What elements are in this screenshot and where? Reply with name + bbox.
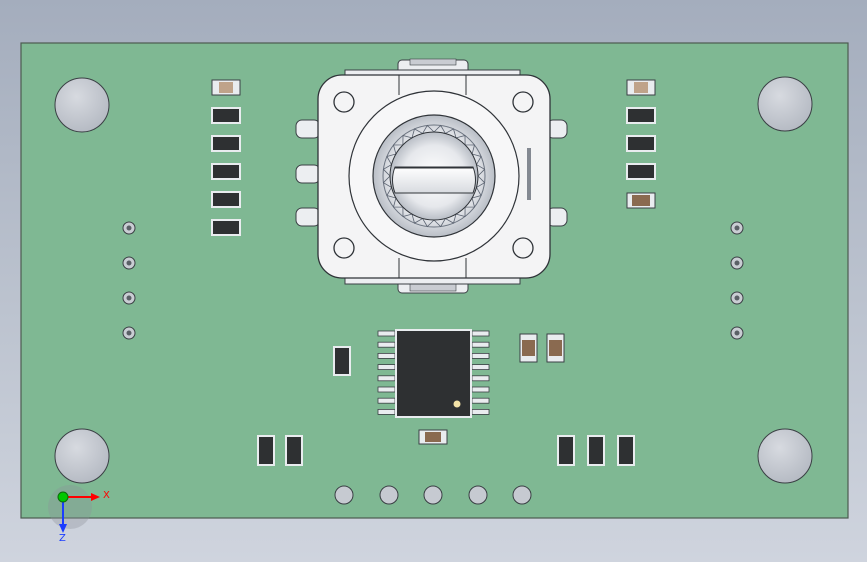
ic-pin-left-4 <box>377 364 396 371</box>
ic-pin-left-7 <box>377 397 396 404</box>
smd-part-l3[interactable] <box>211 163 241 180</box>
header-pad-3[interactable] <box>423 485 443 505</box>
header-pad-5[interactable] <box>512 485 532 505</box>
resistor-r2[interactable] <box>519 333 538 363</box>
via-column-left <box>122 221 136 340</box>
ic-pin-right-1 <box>471 330 490 337</box>
via-l4[interactable] <box>122 326 136 340</box>
smd-part-r3[interactable] <box>626 163 656 180</box>
ic-pin-right-5 <box>471 375 490 382</box>
ic-pin-left-6 <box>377 386 396 393</box>
mounting-hole-top-right[interactable] <box>757 76 813 132</box>
ic-pin-left-5 <box>377 375 396 382</box>
smd-part-r1[interactable] <box>626 107 656 124</box>
encoder-mount-hole-br <box>512 237 534 259</box>
smd-part-b2[interactable] <box>285 435 303 466</box>
via-r3[interactable] <box>730 291 744 305</box>
mounting-hole-bottom-right[interactable] <box>757 428 813 484</box>
ic-pin-right-2 <box>471 341 490 348</box>
encoder-mount-hole-tr <box>512 91 534 113</box>
mounting-hole-top-left[interactable] <box>54 77 110 133</box>
smd-part-l4[interactable] <box>211 191 241 208</box>
smd-part-b4[interactable] <box>587 435 605 466</box>
ic-pin-left-2 <box>377 341 396 348</box>
smd-part-u2[interactable] <box>333 346 351 376</box>
via-l1[interactable] <box>122 221 136 235</box>
rotary-encoder[interactable] <box>295 58 568 294</box>
header-pad-2[interactable] <box>379 485 399 505</box>
smd-part-l2[interactable] <box>211 135 241 152</box>
ic-pin-right-8 <box>471 408 490 415</box>
via-r2[interactable] <box>730 256 744 270</box>
ic-pin-right-4 <box>471 364 490 371</box>
resistor-r1[interactable] <box>626 192 656 209</box>
ic-pin1-marker <box>453 400 461 408</box>
ic-pin-right-3 <box>471 352 490 359</box>
mounting-holes <box>54 76 813 484</box>
smd-column-left <box>211 79 241 236</box>
ic-pin-left-8 <box>377 408 396 415</box>
ic-pin-right-6 <box>471 386 490 393</box>
encoder-marking <box>527 148 531 200</box>
via-r4[interactable] <box>730 326 744 340</box>
capacitor-c2[interactable] <box>626 79 656 96</box>
smd-part-b3[interactable] <box>557 435 575 466</box>
header-pad-row <box>334 485 532 505</box>
ic-pin-left-3 <box>377 352 396 359</box>
encoder-mount-hole-tl <box>333 91 355 113</box>
axis-y-origin <box>57 491 69 503</box>
resistor-r4[interactable] <box>418 429 448 445</box>
smd-part-l5[interactable] <box>211 219 241 236</box>
header-pad-4[interactable] <box>468 485 488 505</box>
axis-x-label: X <box>103 490 110 501</box>
via-l3[interactable] <box>122 291 136 305</box>
via-r1[interactable] <box>730 221 744 235</box>
smd-part-b5[interactable] <box>617 435 635 466</box>
smd-part-r2[interactable] <box>626 135 656 152</box>
encoder-mount-hole-bl <box>333 237 355 259</box>
smd-column-right <box>626 79 656 209</box>
header-pad-1[interactable] <box>334 485 354 505</box>
via-column-right <box>730 221 744 340</box>
via-l2[interactable] <box>122 256 136 270</box>
encoder-knob[interactable] <box>372 114 496 238</box>
axis-z-label: Z <box>59 533 66 544</box>
capacitor-c1[interactable] <box>211 79 241 96</box>
mounting-hole-bottom-left[interactable] <box>54 428 110 484</box>
ic-pin-right-7 <box>471 397 490 404</box>
ic-pin-left-1 <box>377 330 396 337</box>
resistor-r3[interactable] <box>546 333 565 363</box>
orientation-triad: X Z <box>48 485 110 544</box>
smd-part-l1[interactable] <box>211 107 241 124</box>
soic-16-ic[interactable] <box>377 329 490 418</box>
smd-part-b1[interactable] <box>257 435 275 466</box>
